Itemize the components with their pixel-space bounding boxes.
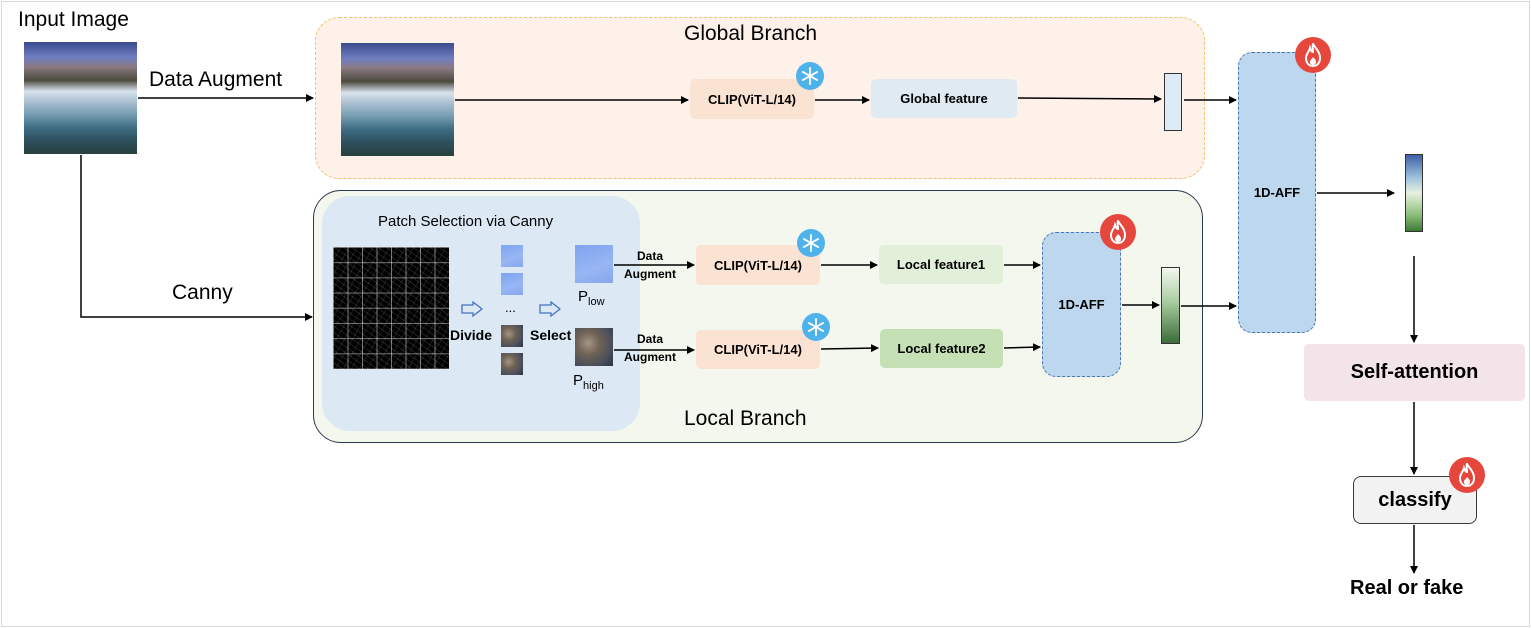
- global-feature-vector: [1164, 73, 1182, 131]
- canny-label: Canny: [172, 281, 233, 304]
- self-attention-box: Self-attention: [1304, 344, 1525, 401]
- local-feature1-box: Local feature1: [879, 245, 1003, 284]
- arrow-feature2-to-aff: [1003, 343, 1041, 352]
- patch-selection-title: Patch Selection via Canny: [378, 213, 554, 230]
- patch-thumb: [501, 273, 523, 295]
- arrow-clip2-to-feature2: [820, 344, 879, 353]
- local-feature2-box: Local feature2: [880, 329, 1003, 368]
- canny-edge-image: [333, 247, 449, 369]
- select-label: Select: [530, 327, 572, 343]
- frozen-snowflake-icon: [796, 62, 824, 90]
- input-image-label: Input Image: [18, 8, 129, 31]
- arrow-global-feature-to-vector: [1017, 94, 1162, 103]
- trainable-fire-icon: [1100, 214, 1136, 250]
- low-texture-patch: [575, 245, 613, 283]
- p-low-label: Plow: [578, 288, 605, 308]
- global-clip-box: CLIP(ViT-L/14): [690, 79, 814, 119]
- frozen-snowflake-icon: [802, 313, 830, 341]
- data-augment-label: Data Augment: [149, 68, 283, 91]
- main-aff-box: 1D-AFF: [1238, 52, 1316, 333]
- global-feature-box: Global feature: [871, 79, 1017, 118]
- global-branch-title: Global Branch: [684, 22, 818, 45]
- divide-label: Divide: [450, 327, 493, 343]
- patch-thumb: [501, 245, 523, 267]
- local-aff-box: 1D-AFF: [1042, 232, 1121, 377]
- input-image: [24, 42, 137, 154]
- local-clip-box-2: CLIP(ViT-L/14): [696, 330, 820, 369]
- select-arrow-icon: [539, 300, 562, 318]
- local-fused-feature-vector: [1161, 267, 1180, 344]
- local-branch-title: Local Branch: [684, 407, 807, 430]
- patch-thumb: [501, 353, 523, 375]
- arrow-input-to-canny: [80, 155, 313, 321]
- patch-thumb: [501, 325, 523, 347]
- patch-ellipsis: ...: [505, 300, 516, 315]
- trainable-fire-icon: [1449, 457, 1485, 493]
- fused-feature-vector: [1405, 154, 1423, 232]
- classify-box: classify: [1353, 476, 1477, 524]
- p-high-label: Phigh: [573, 372, 604, 392]
- frozen-snowflake-icon: [797, 229, 825, 257]
- divide-arrow-icon: [461, 300, 484, 318]
- trainable-fire-icon: [1295, 37, 1331, 73]
- high-texture-patch: [575, 328, 613, 366]
- output-label: Real or fake: [1350, 577, 1464, 599]
- global-augmented-image: [341, 43, 454, 156]
